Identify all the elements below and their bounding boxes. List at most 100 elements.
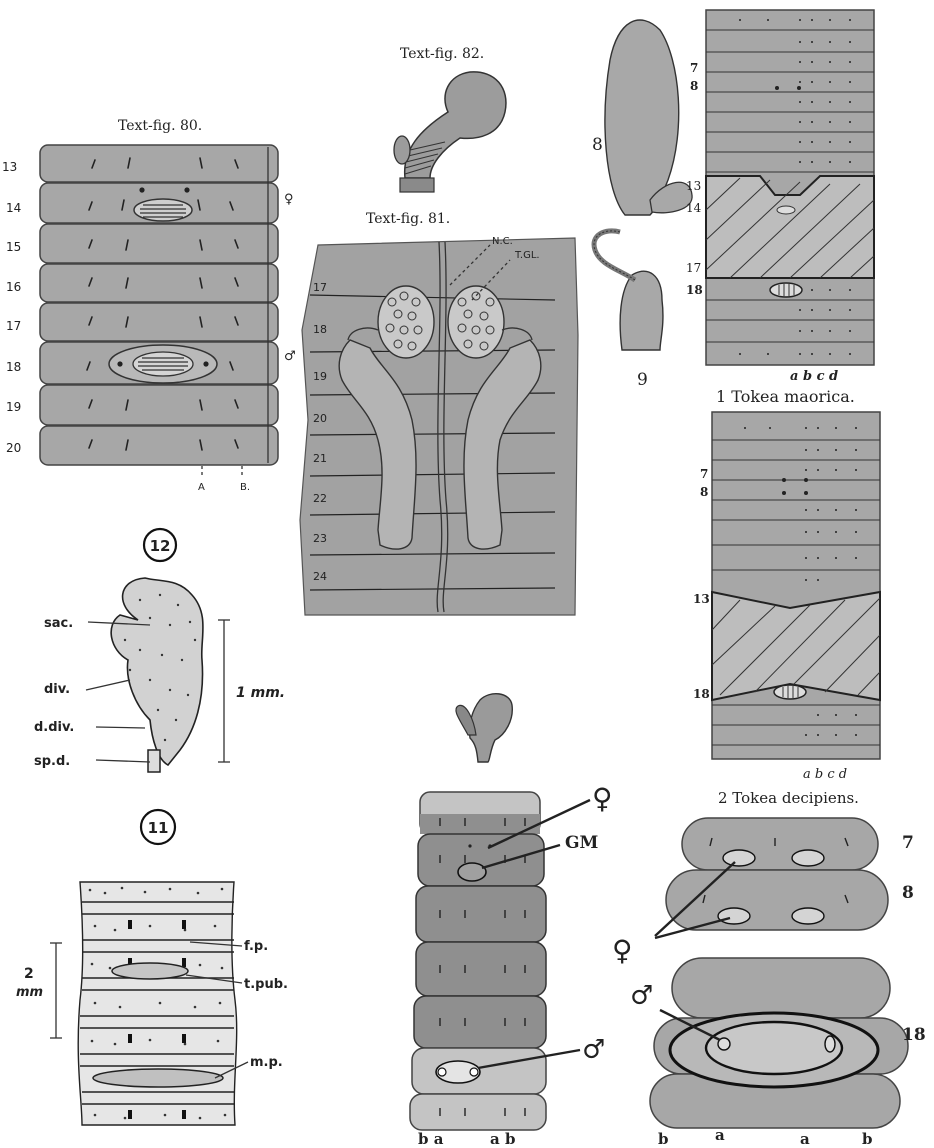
- tokea1-seg-label: 18: [686, 283, 703, 297]
- fig81-gland-right: [448, 286, 504, 358]
- tokea1-seg-label: 7: [690, 61, 698, 75]
- bc-gm-label: GM: [565, 833, 599, 853]
- br-seg8-label: 8: [902, 883, 914, 903]
- fig82-spermatheca: [405, 72, 506, 178]
- small-spermatheca-ampulla: [469, 694, 512, 762]
- fig-11: 11 f.p. t.pub. m: [16, 810, 288, 1125]
- segment-20: [40, 426, 278, 465]
- text-fig-82: Text-fig. 82.: [394, 46, 506, 192]
- fig11-scale-value: 2: [24, 966, 34, 982]
- fig12-scale-label: 1 mm.: [236, 685, 285, 701]
- fig81-seg-label: 24: [313, 570, 327, 583]
- fig8-label: 8: [592, 135, 603, 155]
- tokea1-seg-label: 17: [686, 261, 701, 275]
- fig-12: 12 sac. div. d.div. sp.d. 1 mm.: [34, 529, 285, 772]
- tokea2-seg-label: 8: [700, 485, 708, 499]
- tokea2-body: [712, 412, 880, 759]
- bc-genital-marking: [458, 863, 486, 881]
- br-setae-label: a: [800, 1130, 810, 1148]
- segment-15: [40, 224, 278, 263]
- bottom-right-worm: ♀ 7 8 ♂ 18 b a a b: [612, 818, 926, 1148]
- br-seg18-label: 18: [902, 1025, 926, 1045]
- fig81-body: [300, 238, 578, 615]
- fig80-seg-label: 18: [6, 360, 21, 374]
- fig9-label: 9: [637, 370, 648, 390]
- fig80-setae-label: B.: [240, 482, 250, 493]
- bc-setae-left: b a: [418, 1130, 444, 1148]
- fig9-duct: [594, 231, 635, 280]
- fig9-spermatheca: [620, 271, 663, 350]
- fig80-seg-label: 15: [6, 240, 21, 254]
- br-segment-8: [666, 870, 888, 930]
- fig11-label-tpub: t.pub.: [244, 977, 288, 992]
- fig81-nc-label: N.C.: [492, 236, 513, 247]
- fig82-title: Text-fig. 82.: [400, 46, 484, 62]
- segment-17: [40, 303, 278, 341]
- bc-setae-right: a b: [490, 1130, 515, 1148]
- fig-8-9: 8 9: [592, 20, 692, 390]
- bc-male-symbol: ♂: [582, 1035, 605, 1065]
- segment-16: [40, 264, 278, 302]
- fig11-scale-unit: mm: [16, 985, 43, 1000]
- fig81-seg-label: 22: [313, 492, 327, 505]
- fig12-label-div: div.: [44, 682, 70, 697]
- tokea2-clitellum: [712, 592, 880, 700]
- tokea2-seg-label: 7: [700, 467, 708, 481]
- fig81-seg-label: 18: [313, 323, 327, 336]
- tokea1-seg-label: 13: [686, 179, 701, 193]
- br-setae-label: b: [658, 1130, 669, 1148]
- segment-13: [40, 145, 278, 182]
- fig81-seg-label: 17: [313, 281, 327, 294]
- fig11-label-fp: f.p.: [244, 939, 268, 954]
- tokea-decipiens-figure: 7 8 13 18 a b c d 2 Tokea decipiens.: [693, 412, 880, 807]
- fig81-seg-label: 21: [313, 452, 327, 465]
- fig80-title: Text-fig. 80.: [118, 118, 202, 134]
- br-segment-7: [682, 818, 878, 870]
- tokea1-setae-label: a b c d: [790, 369, 838, 384]
- fig80-female-pad: [134, 199, 192, 221]
- text-fig-80: Text-fig. 80.: [2, 118, 296, 493]
- tokea2-setae-label: a b c d: [803, 767, 847, 782]
- tokea2-seg-label: 18: [693, 687, 710, 701]
- fig80-seg-label: 13: [2, 160, 17, 174]
- fig80-seg-label: 14: [6, 201, 21, 215]
- fig11-male-pore-field: [93, 1069, 223, 1087]
- fig11-number: 11: [148, 819, 169, 837]
- fig80-male-pad: [133, 352, 193, 376]
- fig12-label-sac: sac.: [44, 616, 73, 631]
- small-spermatheca: [456, 694, 512, 762]
- text-fig-81: Text-fig. 81. N.C. T.GL. 17: [300, 211, 578, 615]
- fig81-tgl-label: T.GL.: [514, 250, 540, 261]
- bottom-center-worm: ♀ GM ♂ b a a b: [410, 782, 612, 1148]
- tokea1-male-pores: [770, 283, 802, 297]
- fig80-seg-label: 16: [6, 280, 21, 294]
- fig11-label-mp: m.p.: [250, 1055, 283, 1070]
- bc-segment: [416, 942, 546, 996]
- bc-segment: [416, 886, 546, 942]
- fig12-label-spd: sp.d.: [34, 754, 70, 769]
- fig81-seg-label: 19: [313, 370, 327, 383]
- female-symbol: ♀: [284, 192, 294, 207]
- bc-female-symbol: ♀: [592, 782, 612, 815]
- br-male-symbol: ♂: [630, 981, 653, 1011]
- fig81-gland-left: [378, 286, 434, 358]
- fig80-seg-label: 19: [6, 400, 21, 414]
- fig11-body: [78, 882, 236, 1125]
- br-setae-label: a: [715, 1126, 725, 1144]
- bc-segment: [414, 996, 546, 1048]
- tokea-maorica-figure: 7 8 13 14 17 18 a b c d 1 Tokea maorica.: [686, 10, 874, 406]
- tokea1-caption: 1 Tokea maorica.: [716, 387, 855, 406]
- fig80-seg-label: 20: [6, 441, 21, 455]
- fig11-tuberculum-pubertatis: [112, 963, 188, 979]
- tokea1-seg-label: 14: [686, 201, 702, 215]
- tokea1-seg-label: 8: [690, 79, 698, 93]
- fig12-number: 12: [150, 537, 171, 555]
- fig81-seg-label: 20: [313, 412, 327, 425]
- fig12-label-ddiv: d.div.: [34, 720, 74, 735]
- br-segment-17: [672, 958, 890, 1018]
- tokea2-seg-label: 13: [693, 592, 710, 606]
- fig80-setae-label: A: [198, 482, 205, 493]
- fig81-seg-label: 23: [313, 532, 327, 545]
- tokea2-male-pores: [774, 685, 806, 699]
